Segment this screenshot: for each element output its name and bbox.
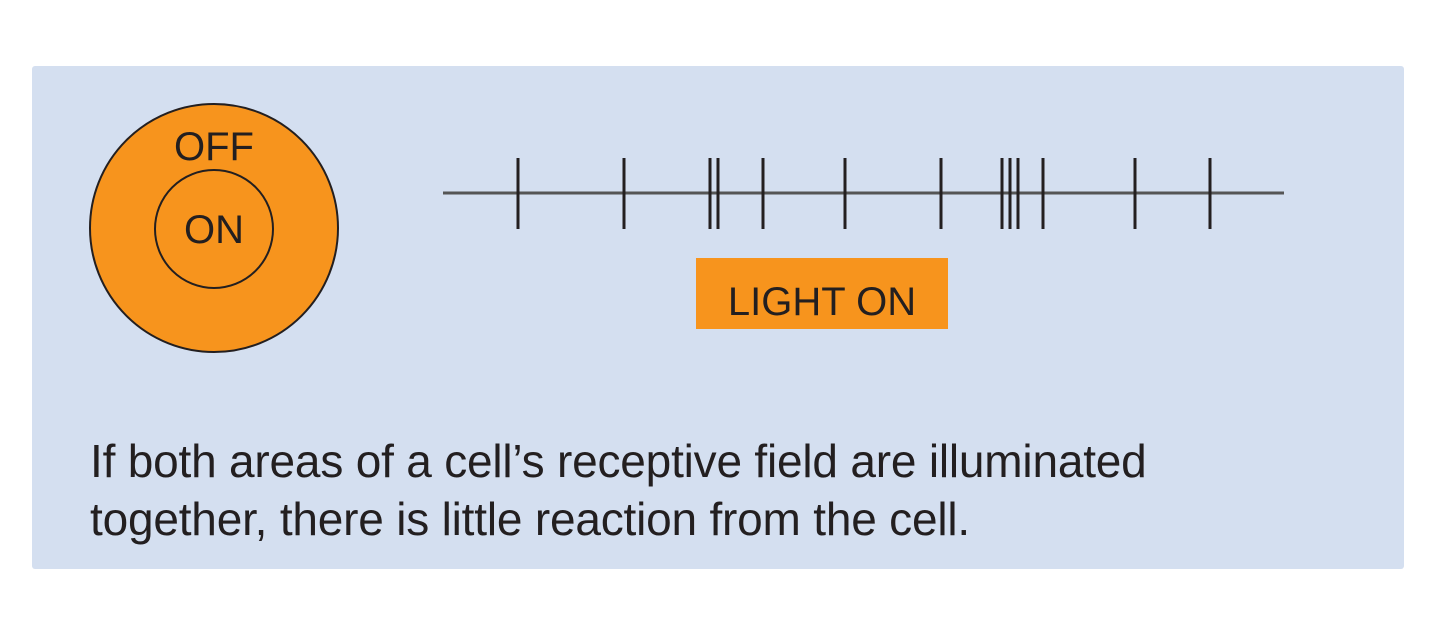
spike-train bbox=[516, 158, 1212, 229]
light-on-label: LIGHT ON bbox=[728, 280, 916, 324]
on-center-circle bbox=[154, 169, 274, 289]
off-label: OFF bbox=[174, 125, 254, 169]
off-surround-circle bbox=[89, 103, 339, 353]
caption-line-1: If both areas of a cell’s receptive fiel… bbox=[90, 435, 1147, 487]
caption-line-2: together, there is little reaction from … bbox=[90, 493, 970, 545]
light-on-bar bbox=[696, 258, 948, 329]
caption: If both areas of a cell’s receptive fiel… bbox=[90, 432, 1320, 548]
on-label: ON bbox=[184, 208, 244, 252]
